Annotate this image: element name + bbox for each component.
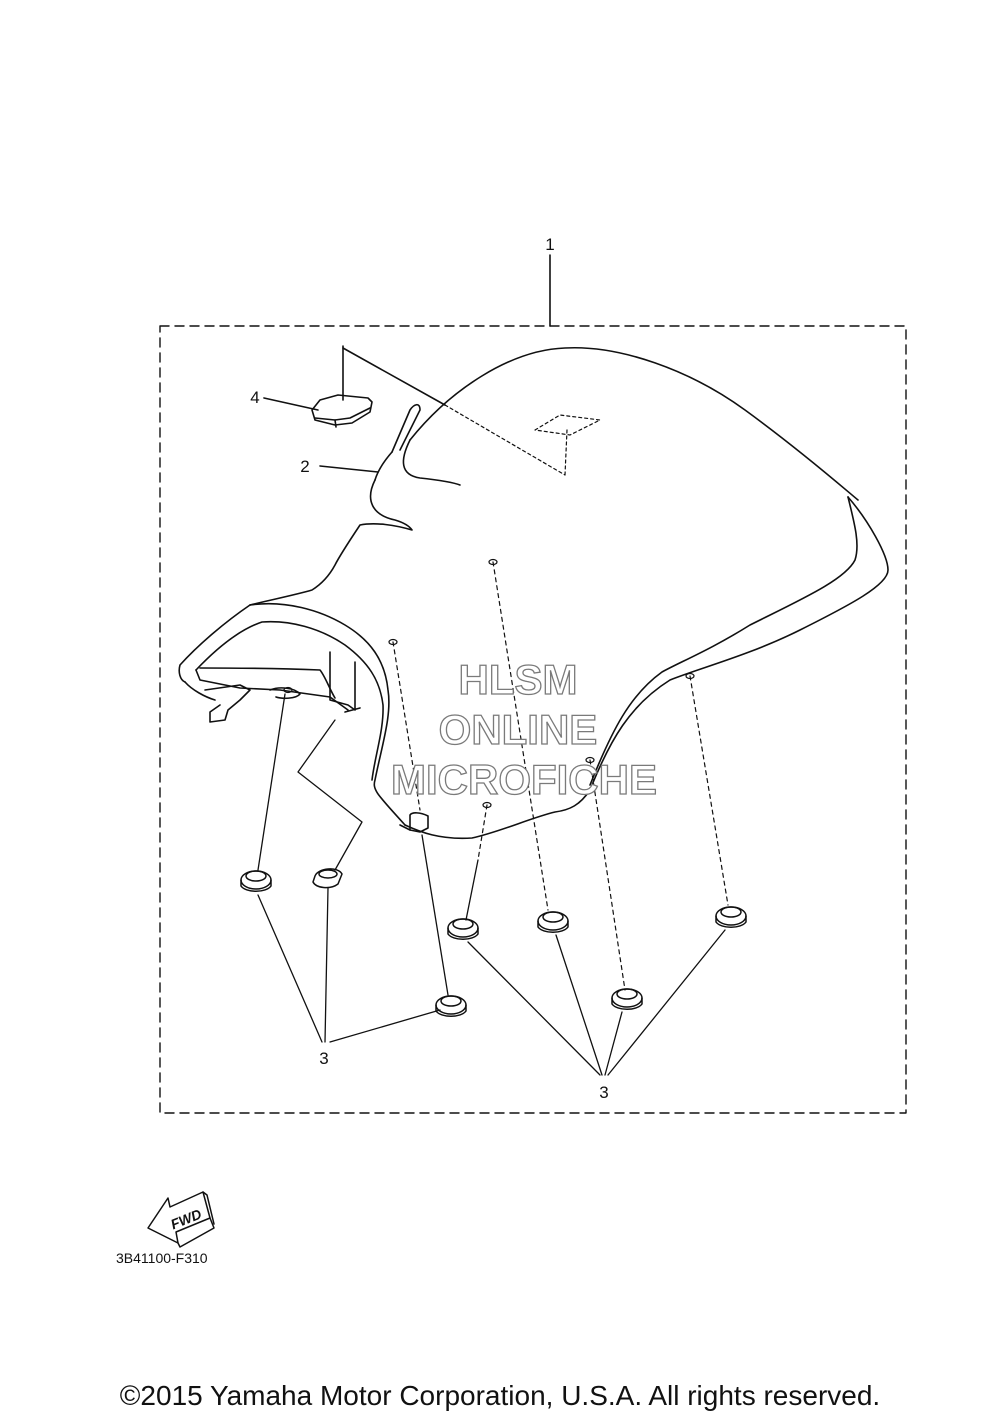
part-4-emblem [311,394,373,428]
grommet [715,906,747,928]
copyright-notice: ©2015 Yamaha Motor Corporation, U.S.A. A… [119,1380,881,1411]
callout-3-left: 3 [319,1049,328,1068]
leader-line-4-diagonal [342,347,446,406]
grommet-group [240,868,747,1017]
callout-3-right: 3 [599,1083,608,1102]
leader-line-4 [263,397,319,411]
watermark-line-3: MICROFICHE [391,756,657,803]
seat-body [178,346,889,840]
leader-lines-3-right [467,929,726,1076]
assembly-solid-lines [257,693,479,996]
leader-lines-3-left [257,887,441,1043]
leader-line-2 [319,465,379,473]
fwd-arrow-icon [147,1191,215,1248]
watermark-line-1: HLSM [459,656,578,703]
grommet [312,868,343,889]
leader-line-4-dotted [444,404,566,476]
callout-1: 1 [545,235,554,254]
grommet [537,911,569,933]
emblem-area-guide [564,429,568,476]
callout-4: 4 [250,388,259,407]
callout-2: 2 [300,457,309,476]
grommet [611,988,643,1010]
assembly-boundary-box [159,325,907,1114]
grommet [447,918,479,940]
watermark-line-2: ONLINE [439,706,598,753]
emblem-area-outline [534,414,601,436]
grommet [240,870,272,892]
grommet [435,995,467,1017]
diagram-code: 3B41100-F310 [116,1250,208,1266]
assembly-dashed-lines [392,561,729,991]
